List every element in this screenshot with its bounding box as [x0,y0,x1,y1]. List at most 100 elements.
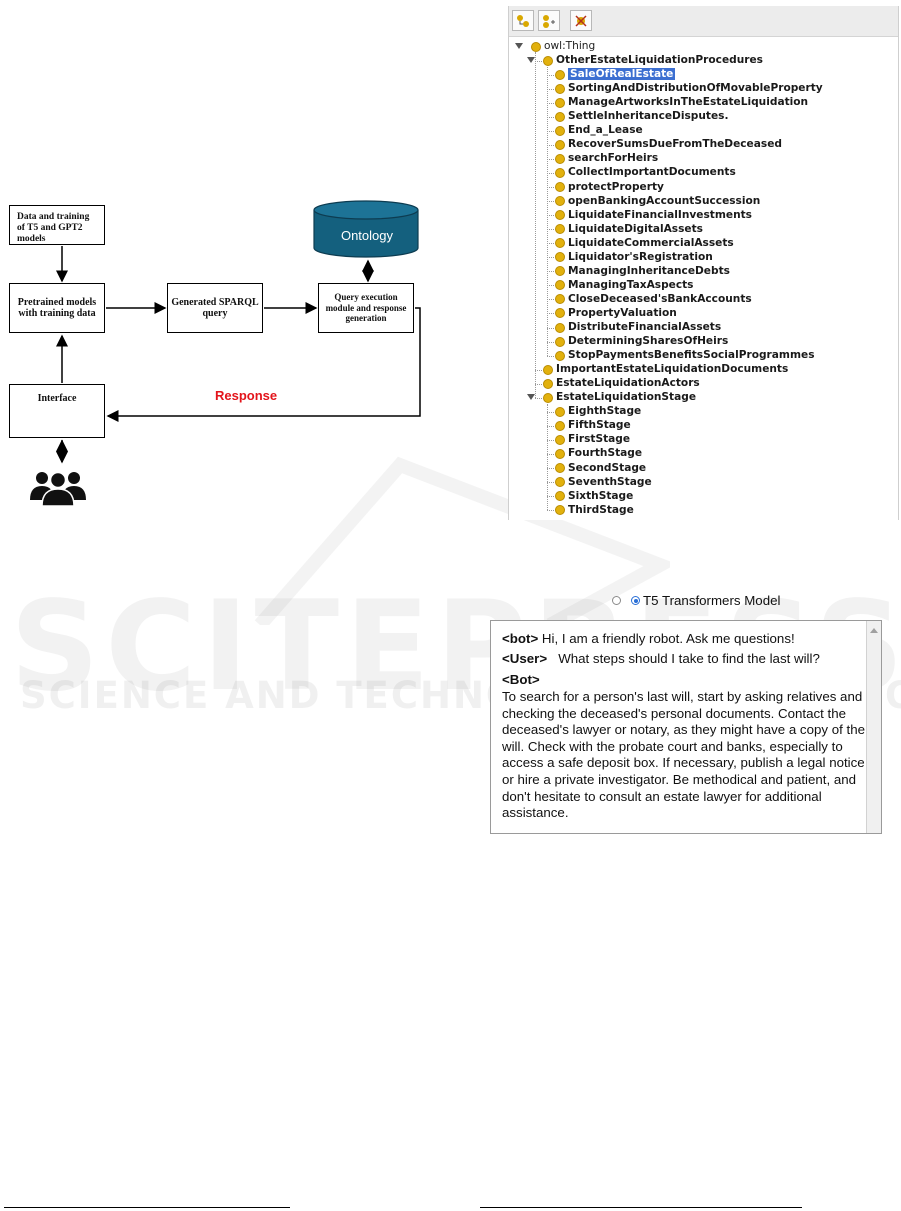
expand-toggle-icon[interactable] [515,43,523,49]
tree-node-label: SecondStage [568,461,647,474]
tree-node-label: owl:Thing [544,40,596,52]
add-sibling-icon[interactable] [538,10,560,31]
tree-guide-line [547,510,554,512]
tree-node-label: CollectImportantDocuments [568,166,736,179]
tree-node[interactable]: openBankingAccountSuccession [568,195,760,208]
class-icon [555,406,565,417]
tree-node[interactable]: FifthStage [568,419,631,432]
tree-node-label: searchForHeirs [568,152,659,165]
tree-node-label: LiquidateFinancialInvestments [568,208,752,221]
tree-node[interactable]: Liquidator'sRegistration [568,251,713,264]
tree-node-label: RecoverSumsDueFromTheDeceased [568,138,782,151]
tree-node[interactable]: ThirdStage [568,504,634,517]
data-training-box: Data and training of T5 and GPT2 models [9,205,105,245]
class-icon [555,210,565,221]
tree-node[interactable]: SeventhStage [568,476,652,489]
tree-node[interactable]: SaleOfRealEstate [568,68,676,81]
tree-node[interactable]: searchForHeirs [568,152,658,165]
class-icon [555,83,565,94]
model-option-radio-t5[interactable] [631,596,640,605]
tree-guide-line [547,172,554,174]
tree-node[interactable]: DeterminingSharesOfHeirs [568,335,728,348]
tree-node-label: EighthStage [568,405,642,418]
tree-guide-line [547,453,554,455]
tree-node[interactable]: ManagingInheritanceDebts [568,265,730,278]
tree-node[interactable]: FourthStage [568,447,642,460]
class-icon [555,252,565,263]
class-icon [555,336,565,347]
tree-node[interactable]: LiquidateCommercialAssets [568,237,734,250]
bot-answer: To search for a person's last will, star… [502,689,865,821]
class-icon [555,182,565,192]
bot-tag: <bot> [502,631,539,646]
class-icon [543,364,553,375]
tree-node[interactable]: StopPaymentsBenefitsSocialProgrammes [568,349,815,362]
chat-scrollbar[interactable] [866,621,881,833]
expand-toggle-icon[interactable] [527,394,535,401]
tree-node[interactable]: End_a_Lease [568,124,643,137]
class-icon [555,308,565,319]
tree-guide-line [547,439,554,441]
tree-node-label: LiquidateDigitalAssets [568,222,703,235]
tree-node[interactable]: RecoverSumsDueFromTheDeceased [568,138,782,151]
tree-node[interactable]: PropertyValuation [568,307,677,320]
tree-node[interactable]: protectProperty [568,181,664,194]
class-icon [555,505,565,516]
tree-guide-line [547,355,554,357]
tree-node[interactable]: FirstStage [568,433,630,446]
class-icon [555,224,565,235]
tree-guide-line [547,229,554,231]
user-message: What steps should I take to find the las… [558,651,820,666]
tree-guide-line [547,215,554,217]
tree-node[interactable]: ManagingTaxAspects [568,279,694,292]
tree-node[interactable]: EighthStage [568,405,641,418]
bot-greeting: Hi, I am a friendly robot. Ask me questi… [541,631,795,646]
tree-node[interactable]: ManageArtworksInTheEstateLiquidation [568,96,808,109]
tree-toolbar [509,6,898,37]
model-option-radio-other[interactable] [612,596,621,605]
diagram-arrows [56,246,421,464]
tree-node[interactable]: LiquidateDigitalAssets [568,223,703,236]
tree-node-label: SettleInheritanceDisputes. [568,110,729,123]
class-icon [555,196,565,207]
tree-node[interactable]: CollectImportantDocuments [568,166,736,179]
class-icon [555,111,565,122]
tree-node[interactable]: LiquidateFinancialInvestments [568,209,752,222]
footnote-rule-right [480,1207,802,1208]
tree-node[interactable]: SettleInheritanceDisputes. [568,110,728,123]
interface-box: Interface [9,384,105,438]
tree-guide-line [547,158,554,160]
tree-node[interactable]: SecondStage [568,462,646,475]
add-subclass-icon[interactable] [512,10,534,31]
tree-guide-line [535,397,542,399]
tree-guide-line [547,411,554,413]
ontology-cylinder [313,200,419,258]
tree-node-label: CloseDeceased'sBankAccounts [568,292,752,305]
tree-node[interactable]: DistributeFinancialAssets [568,321,721,334]
delete-class-icon[interactable] [570,10,592,31]
tree-node[interactable]: EstateLiquidationStage [556,391,696,404]
bot-answer-tag: <Bot> [502,672,540,687]
tree-guide-line [535,52,536,398]
tree-node-label: openBankingAccountSuccession [568,194,761,207]
chat-window[interactable]: <bot> Hi, I am a friendly robot. Ask me … [490,620,882,834]
tree-guide-line [547,257,554,259]
tree-guide-line [547,482,554,484]
tree-node[interactable]: EstateLiquidationActors [556,377,700,390]
tree-node-label: StopPaymentsBenefitsSocialProgrammes [568,349,815,362]
tree-node[interactable]: owl:Thing [544,40,595,53]
tree-node[interactable]: SixthStage [568,490,633,503]
class-icon [555,266,565,277]
class-icon [543,55,553,66]
class-icon [543,392,553,403]
tree-node[interactable]: ImportantEstateLiquidationDocuments [556,363,788,376]
tree-node[interactable]: OtherEstateLiquidationProcedures [556,54,763,67]
tree-node[interactable]: CloseDeceased'sBankAccounts [568,293,752,306]
tree-node[interactable]: SortingAndDistributionOfMovableProperty [568,82,823,95]
expand-toggle-icon[interactable] [527,57,535,64]
tree-node-label: SaleOfRealEstate [568,68,676,81]
tree-node-label: ImportantEstateLiquidationDocuments [556,363,789,376]
tree-guide-line [547,496,554,498]
tree-guide-line [547,313,554,315]
scroll-up-arrow-icon[interactable] [870,628,878,633]
